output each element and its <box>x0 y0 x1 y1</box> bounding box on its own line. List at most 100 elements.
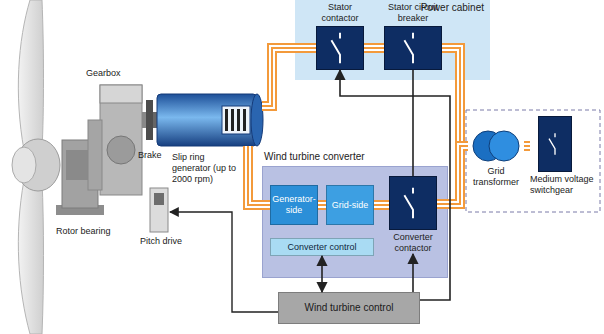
phase-line <box>437 146 468 204</box>
phase-line <box>364 47 384 49</box>
pitch-drive <box>150 188 168 232</box>
phase-gap <box>374 202 389 208</box>
contactor-unit: Stator contactor <box>316 2 364 70</box>
switch-box <box>389 176 437 230</box>
switch-stroke <box>549 133 555 154</box>
part-label: Brake <box>138 150 162 161</box>
pitch-drive-part <box>154 193 164 205</box>
brake-disc-part <box>153 112 157 128</box>
switch-symbol <box>539 117 571 171</box>
signal-line <box>412 70 414 176</box>
switch-symbol <box>317 27 363 69</box>
switch-box <box>384 26 442 70</box>
device-label: Stator contactor <box>316 2 364 26</box>
rotor-blade-part <box>12 147 36 183</box>
part-label: Gearbox <box>86 68 121 79</box>
rotor-wire-part <box>248 146 270 205</box>
switch-stroke <box>404 33 413 64</box>
power-connector <box>318 205 326 206</box>
power-connector <box>524 146 530 147</box>
slip-ring-generator-part <box>157 94 257 146</box>
gearbox <box>88 85 148 195</box>
edge-group <box>318 48 530 300</box>
brake-disc-part <box>146 100 153 140</box>
process-box: Generator-side <box>270 185 318 225</box>
gearbox-part <box>107 136 135 164</box>
part-label: Pitch drive <box>140 236 182 247</box>
phase-line <box>364 43 384 53</box>
contactor-unit: Converter contactor <box>389 176 437 254</box>
box-label: Wind turbine control <box>305 302 394 314</box>
switch-box <box>316 26 364 70</box>
stator-wire-part <box>262 48 316 106</box>
device-label: Converter contactor <box>389 230 437 254</box>
phase-gap <box>437 146 468 204</box>
stator-wire <box>262 48 316 106</box>
pitch-signal-line <box>170 212 278 312</box>
phase-line <box>374 204 389 206</box>
switch-stroke <box>331 33 340 64</box>
phase-gap <box>524 143 530 149</box>
contactor-unit: Stator circuit breaker <box>384 2 442 70</box>
gearbox-part <box>88 120 102 190</box>
phase-gap <box>364 45 384 51</box>
signal-line <box>321 256 323 292</box>
part-label: Rotor bearing <box>56 226 111 237</box>
pitch-drive-part <box>150 188 168 232</box>
device-label: Grid transformer <box>468 164 524 188</box>
process-box: Converter control <box>270 238 374 256</box>
switch-symbol <box>390 177 436 229</box>
signal-connector <box>413 70 414 176</box>
gearbox-part <box>100 85 142 103</box>
signal-connector <box>413 254 414 292</box>
phase-line <box>442 48 468 146</box>
power-connector <box>364 48 384 49</box>
switch-stroke <box>404 188 413 219</box>
signal-connector <box>340 70 450 300</box>
rotor-blade-part <box>18 180 43 334</box>
slip-ring-generator-part <box>231 109 234 131</box>
box-label: Generator-side <box>272 194 316 216</box>
gearbox-part <box>100 85 142 195</box>
rotor-blade-part <box>18 0 43 150</box>
signal-connector <box>322 256 323 292</box>
rotor-blade <box>12 0 60 334</box>
stator-wire-part <box>262 48 316 106</box>
process-box: Grid-side <box>326 185 374 225</box>
brake-disc <box>146 100 157 140</box>
slip-ring-generator <box>157 94 263 146</box>
switchgear-unit: Medium voltage switchgear <box>530 116 598 196</box>
phase-line <box>437 146 468 204</box>
part-label: Slip ring generator (up to 2000 rpm) <box>172 152 242 185</box>
slip-ring-generator-part <box>251 94 263 146</box>
power-connector <box>442 48 468 146</box>
phase-line <box>374 200 389 210</box>
stator-wire-part <box>262 48 316 106</box>
converter-band: Wind turbine converterGenerator-side Grid… <box>262 150 448 278</box>
phase-line <box>318 200 326 210</box>
phase-gap <box>442 48 468 146</box>
phase-line <box>524 141 530 151</box>
slip-ring-generator-part <box>237 109 240 131</box>
rotor-wire <box>248 146 270 205</box>
slip-ring-generator-part <box>225 109 228 131</box>
switch-box <box>538 116 572 172</box>
box-label: Grid-side <box>332 200 369 211</box>
signal-line <box>340 70 450 300</box>
phase-line <box>524 145 530 147</box>
transformer-symbol <box>468 128 524 164</box>
transformer-coil <box>489 131 519 161</box>
process-box: Wind turbine control <box>278 292 420 324</box>
slip-ring-generator-part <box>243 109 246 131</box>
switch-symbol <box>385 27 441 69</box>
power-connector <box>437 146 468 204</box>
box-label: Converter control <box>287 242 356 253</box>
device-label: Stator circuit breaker <box>384 2 442 26</box>
band-title: Wind turbine converter <box>262 150 448 166</box>
rotor-wire-part <box>248 146 270 205</box>
device-label: Medium voltage switchgear <box>530 172 598 196</box>
power-connector <box>374 205 389 206</box>
switchgear-enclosure <box>466 110 600 212</box>
rotor-wire-part <box>248 146 270 205</box>
